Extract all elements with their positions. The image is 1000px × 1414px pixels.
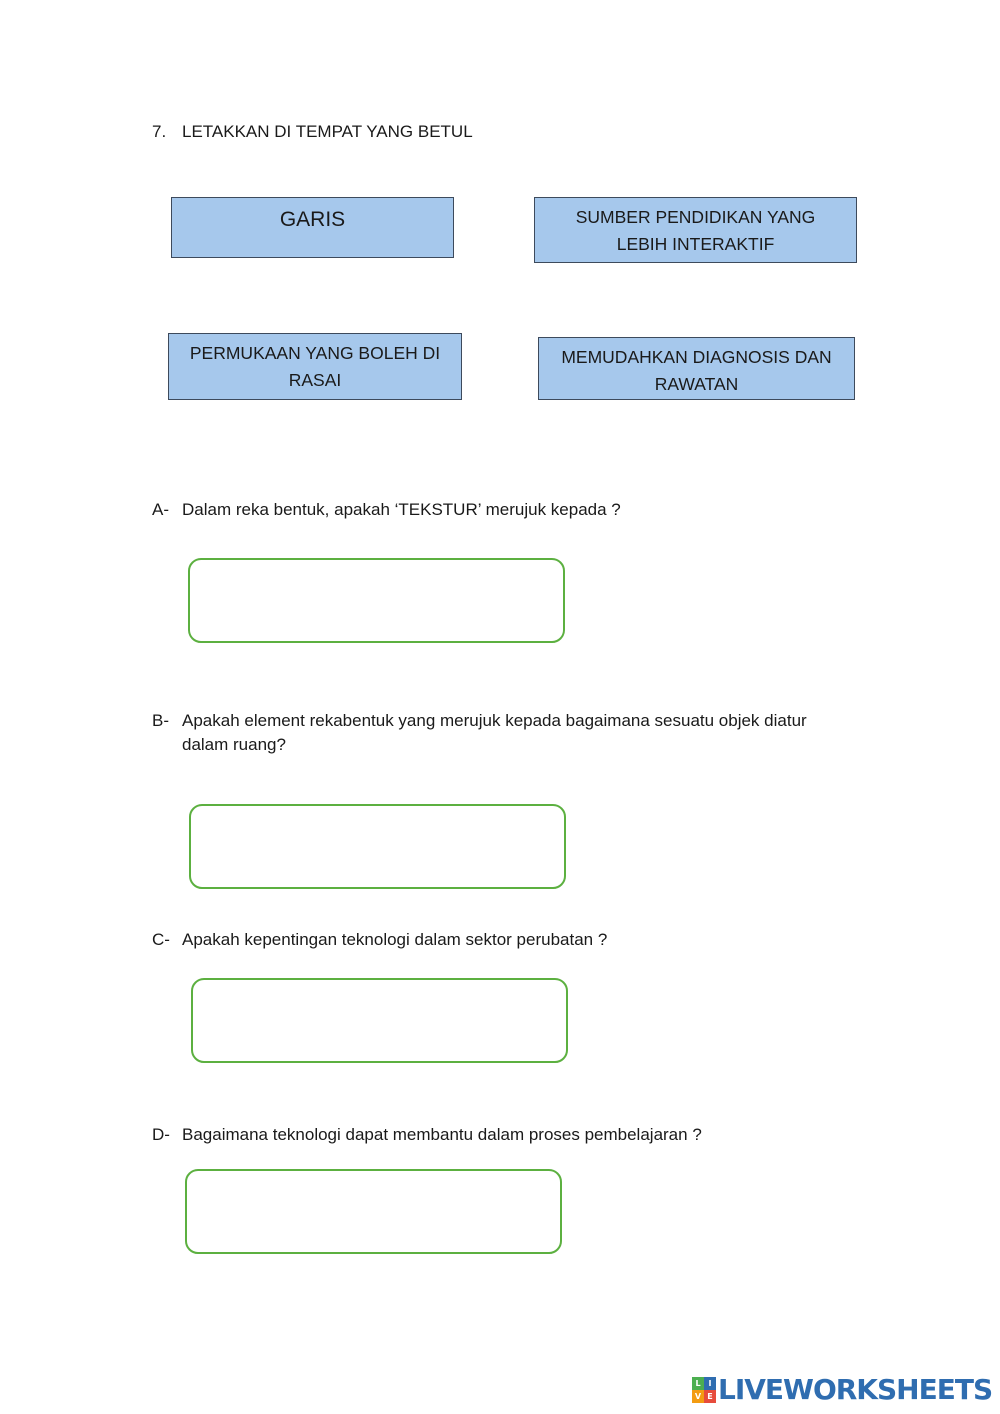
liveworksheets-logo-icon: L I V E (692, 1377, 716, 1403)
question-text: Apakah kepentingan teknologi dalam sekto… (182, 930, 608, 949)
answer-drop-zone-c[interactable] (191, 978, 568, 1063)
logo-tile: E (704, 1390, 716, 1403)
logo-tile: L (692, 1377, 704, 1390)
drag-card-memudahkan-diagnosis[interactable]: MEMUDAHKAN DIAGNOSIS DAN RAWATAN (538, 337, 855, 400)
instruction-header: 7. LETAKKAN DI TEMPAT YANG BETUL (152, 120, 852, 144)
question-c: C- Apakah kepentingan teknologi dalam se… (152, 928, 852, 952)
question-text: Apakah element rekabentuk yang merujuk k… (182, 711, 807, 754)
question-number: 7. (152, 122, 167, 141)
drag-card-garis[interactable]: GARIS (171, 197, 454, 258)
brand-name: LIVEWORKSHEETS (718, 1373, 993, 1406)
question-d: D- Bagaimana teknologi dapat membantu da… (152, 1123, 852, 1147)
question-letter: B- (152, 711, 169, 730)
question-text: Bagaimana teknologi dapat membantu dalam… (182, 1125, 702, 1144)
question-text: Dalam reka bentuk, apakah ‘TEKSTUR’ meru… (182, 500, 621, 519)
liveworksheets-brand: L I V E LIVEWORKSHEETS (692, 1373, 993, 1406)
answer-drop-zone-b[interactable] (189, 804, 566, 889)
question-letter: C- (152, 930, 170, 949)
answer-drop-zone-a[interactable] (188, 558, 565, 643)
drag-card-permukaan[interactable]: PERMUKAAN YANG BOLEH DI RASAI (168, 333, 462, 400)
instruction-text: LETAKKAN DI TEMPAT YANG BETUL (182, 122, 473, 141)
answer-drop-zone-d[interactable] (185, 1169, 562, 1254)
logo-tile: I (704, 1377, 716, 1390)
question-letter: D- (152, 1125, 170, 1144)
logo-tile: V (692, 1390, 704, 1403)
drag-card-sumber-pendidikan[interactable]: SUMBER PENDIDIKAN YANG LEBIH INTERAKTIF (534, 197, 857, 263)
question-a: A- Dalam reka bentuk, apakah ‘TEKSTUR’ m… (152, 498, 852, 522)
question-b: B- Apakah element rekabentuk yang meruju… (152, 709, 852, 757)
question-letter: A- (152, 500, 169, 519)
